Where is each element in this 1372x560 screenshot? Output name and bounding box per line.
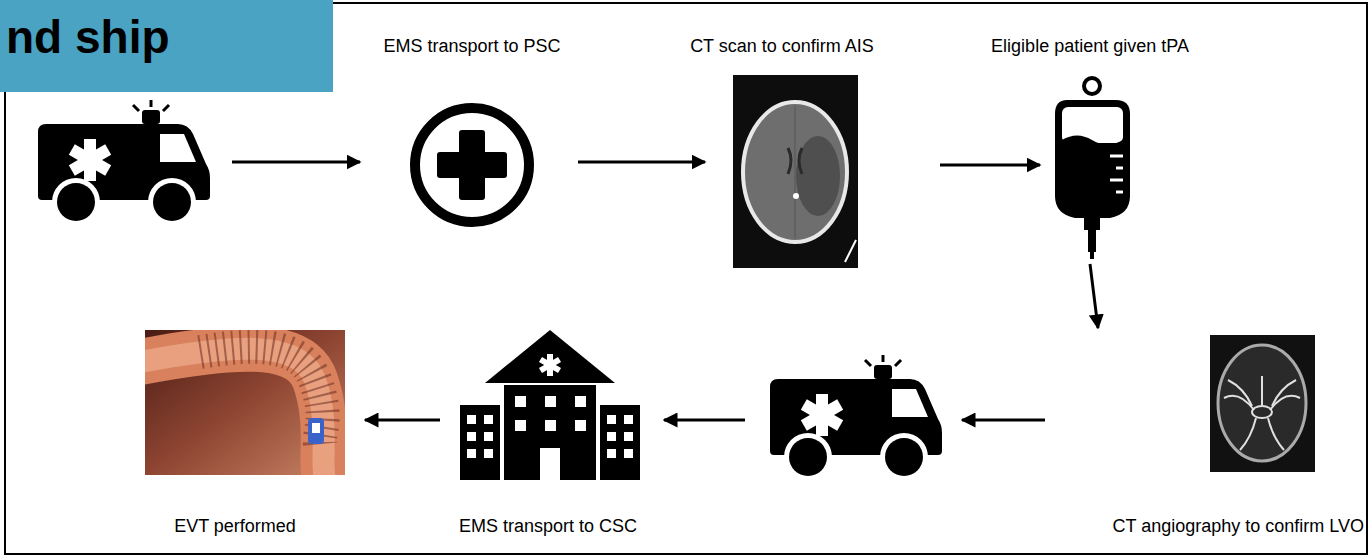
step-caption: EMS transport to CSC [459, 516, 637, 538]
hospital-cross-icon [415, 108, 529, 222]
step-caption: EMS transport to PSC [383, 36, 560, 58]
flow-arrow [664, 419, 745, 422]
process-step: CT scan to confirm AIS [705, 72, 940, 272]
flow-arrow [232, 161, 360, 164]
flow-arrow [578, 161, 705, 164]
thrombectomy-image [145, 330, 345, 475]
title-banner: nd ship [0, 0, 333, 92]
process-step: EMS transport to PSC [366, 95, 578, 235]
ambulance-icon [38, 100, 210, 226]
process-step: EMS transport to CSC [440, 325, 650, 485]
ambulance-icon [770, 355, 942, 481]
flow-arrows [232, 162, 1045, 420]
step-caption: CT angiography to confirm LVO [1113, 516, 1364, 538]
process-step: CT angiography to confirm LVO [1085, 328, 1330, 478]
flow-arrow [940, 164, 1040, 167]
step-caption: CT scan to confirm AIS [690, 36, 874, 58]
process-step: Eligible patient given tPA [1040, 72, 1145, 264]
step-caption: EVT performed [174, 516, 296, 538]
ct-scan-image [733, 75, 858, 268]
flow-arrow [365, 419, 440, 422]
step-caption: Eligible patient given tPA [991, 36, 1189, 58]
iv-bag-icon [1055, 78, 1130, 259]
ct-angiography-image [1210, 335, 1315, 472]
flow-arrow [962, 419, 1045, 422]
process-step: EVT performed [140, 325, 365, 485]
flow-arrow [1090, 264, 1098, 328]
hospital-icon [460, 330, 640, 480]
